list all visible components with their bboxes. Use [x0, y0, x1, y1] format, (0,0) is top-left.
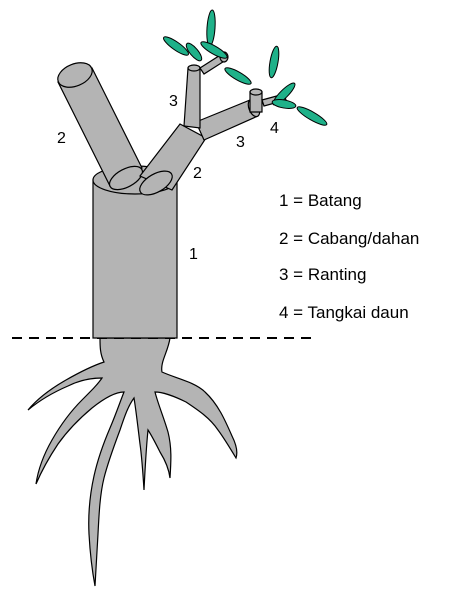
- label-big-branch-left: 2: [57, 130, 66, 147]
- label-stem: 1: [189, 246, 198, 263]
- legend-item-twig: 3 = Ranting: [279, 265, 366, 284]
- leaf: [267, 46, 280, 79]
- legend-item-stem: 1 = Batang: [279, 191, 362, 210]
- legend: 1 = Batang 2 = Cabang/dahan 3 = Ranting …: [279, 191, 419, 322]
- leaf: [206, 10, 216, 46]
- branch-right: [136, 124, 206, 200]
- legend-item-branch: 2 = Cabang/dahan: [279, 229, 419, 248]
- label-big-branch-right: 2: [193, 165, 202, 182]
- roots: [28, 338, 237, 586]
- twig-upper: [184, 65, 200, 128]
- leaf: [271, 98, 296, 110]
- leaf: [199, 39, 229, 61]
- label-twig-right: 3: [236, 134, 245, 151]
- leaf: [295, 104, 328, 128]
- label-petiole: 4: [270, 120, 279, 137]
- leaf: [223, 65, 253, 87]
- legend-item-petiole: 4 = Tangkai daun: [279, 303, 409, 322]
- stem: [93, 166, 177, 338]
- root-system: [28, 338, 237, 586]
- label-twig-upper: 3: [169, 93, 178, 110]
